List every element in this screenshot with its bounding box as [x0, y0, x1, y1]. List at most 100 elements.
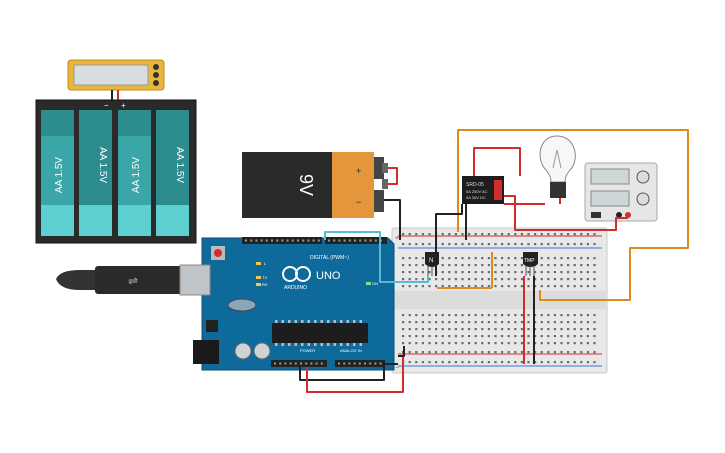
breadboard-hole[interactable] — [507, 271, 510, 274]
breadboard-hole[interactable] — [553, 233, 556, 236]
breadboard-hole[interactable] — [593, 351, 596, 354]
breadboard-hole[interactable] — [415, 328, 418, 331]
breadboard-hole[interactable] — [567, 321, 570, 324]
breadboard-hole[interactable] — [534, 328, 537, 331]
breadboard-hole[interactable] — [540, 233, 543, 236]
breadboard-hole[interactable] — [580, 314, 583, 317]
breadboard-hole[interactable] — [487, 321, 490, 324]
breadboard-hole[interactable] — [454, 361, 457, 364]
breadboard-hole[interactable] — [507, 328, 510, 331]
breadboard-hole[interactable] — [461, 264, 464, 267]
breadboard-hole[interactable] — [428, 278, 431, 281]
breadboard-hole[interactable] — [494, 351, 497, 354]
breadboard-hole[interactable] — [474, 264, 477, 267]
breadboard-hole[interactable] — [514, 264, 517, 267]
header-pin[interactable] — [260, 239, 263, 242]
breadboard-hole[interactable] — [448, 264, 451, 267]
breadboard-hole[interactable] — [421, 321, 424, 324]
breadboard-hole[interactable] — [428, 321, 431, 324]
breadboard-hole[interactable] — [448, 233, 451, 236]
breadboard-hole[interactable] — [507, 257, 510, 260]
breadboard-hole[interactable] — [520, 321, 523, 324]
header-pin[interactable] — [333, 239, 336, 242]
breadboard-hole[interactable] — [441, 243, 444, 246]
breadboard-hole[interactable] — [468, 264, 471, 267]
breadboard-hole[interactable] — [468, 328, 471, 331]
breadboard-hole[interactable] — [593, 342, 596, 345]
breadboard-hole[interactable] — [494, 328, 497, 331]
breadboard-hole[interactable] — [415, 285, 418, 288]
breadboard-hole[interactable] — [408, 314, 411, 317]
breadboard-hole[interactable] — [567, 351, 570, 354]
breadboard-hole[interactable] — [527, 278, 530, 281]
breadboard-hole[interactable] — [415, 264, 418, 267]
header-pin[interactable] — [310, 362, 313, 365]
breadboard-hole[interactable] — [514, 233, 517, 236]
breadboard-hole[interactable] — [487, 351, 490, 354]
header-pin[interactable] — [354, 239, 356, 242]
breadboard-hole[interactable] — [553, 314, 556, 317]
breadboard-hole[interactable] — [501, 257, 504, 260]
breadboard-hole[interactable] — [408, 264, 411, 267]
breadboard-hole[interactable] — [560, 271, 563, 274]
header-pin[interactable] — [271, 239, 273, 242]
breadboard-hole[interactable] — [553, 361, 556, 364]
breadboard-hole[interactable] — [468, 351, 471, 354]
breadboard-hole[interactable] — [428, 314, 431, 317]
breadboard-hole[interactable] — [441, 335, 444, 338]
breadboard-hole[interactable] — [514, 285, 517, 288]
breadboard-hole[interactable] — [408, 335, 411, 338]
header-pin[interactable] — [302, 239, 305, 242]
breadboard-hole[interactable] — [573, 264, 576, 267]
breadboard-hole[interactable] — [527, 233, 530, 236]
header-pin[interactable] — [374, 239, 377, 242]
breadboard-hole[interactable] — [402, 314, 405, 317]
breadboard-hole[interactable] — [501, 335, 504, 338]
header-pin[interactable] — [250, 239, 253, 242]
breadboard-hole[interactable] — [527, 361, 530, 364]
breadboard-hole[interactable] — [481, 278, 484, 281]
breadboard-hole[interactable] — [560, 361, 563, 364]
breadboard-hole[interactable] — [501, 271, 504, 274]
breadboard-hole[interactable] — [573, 351, 576, 354]
wire-black-npn[interactable] — [435, 204, 463, 276]
breadboard-hole[interactable] — [573, 314, 576, 317]
breadboard-hole[interactable] — [567, 361, 570, 364]
breadboard-hole[interactable] — [415, 342, 418, 345]
breadboard-hole[interactable] — [408, 285, 411, 288]
breadboard-hole[interactable] — [593, 285, 596, 288]
breadboard-hole[interactable] — [560, 328, 563, 331]
breadboard-hole[interactable] — [540, 278, 543, 281]
breadboard-hole[interactable] — [547, 278, 550, 281]
breadboard-hole[interactable] — [468, 233, 471, 236]
breadboard-hole[interactable] — [448, 342, 451, 345]
header-pin[interactable] — [338, 239, 341, 242]
breadboard-hole[interactable] — [468, 314, 471, 317]
breadboard-hole[interactable] — [514, 328, 517, 331]
breadboard-hole[interactable] — [454, 285, 457, 288]
breadboard-hole[interactable] — [481, 285, 484, 288]
breadboard-hole[interactable] — [527, 271, 530, 274]
breadboard-hole[interactable] — [573, 271, 576, 274]
breadboard-hole[interactable] — [567, 233, 570, 236]
breadboard-hole[interactable] — [520, 361, 523, 364]
breadboard-hole[interactable] — [481, 335, 484, 338]
breadboard-hole[interactable] — [540, 342, 543, 345]
breadboard-hole[interactable] — [421, 271, 424, 274]
header-pin[interactable] — [265, 239, 268, 242]
breadboard-hole[interactable] — [421, 285, 424, 288]
breadboard-hole[interactable] — [441, 328, 444, 331]
breadboard-hole[interactable] — [567, 314, 570, 317]
breadboard-hole[interactable] — [540, 328, 543, 331]
breadboard-hole[interactable] — [402, 342, 405, 345]
breadboard-hole[interactable] — [435, 285, 438, 288]
breadboard-hole[interactable] — [553, 335, 556, 338]
breadboard-hole[interactable] — [547, 342, 550, 345]
breadboard-hole[interactable] — [428, 285, 431, 288]
breadboard-hole[interactable] — [402, 278, 405, 281]
multimeter[interactable] — [67, 59, 165, 91]
breadboard-hole[interactable] — [567, 257, 570, 260]
breadboard-hole[interactable] — [408, 278, 411, 281]
breadboard-hole[interactable] — [593, 264, 596, 267]
breadboard-hole[interactable] — [573, 328, 576, 331]
